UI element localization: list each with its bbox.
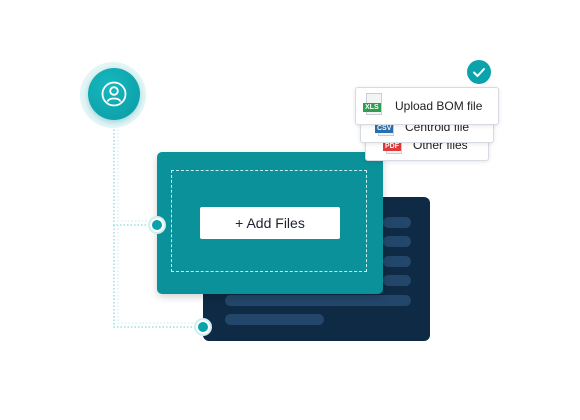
checkmark-icon (473, 68, 485, 77)
drop-zone[interactable]: + Add Files (171, 170, 367, 272)
xls-tag: XLS (363, 103, 381, 112)
connector-dot (196, 320, 210, 334)
connector-dot (150, 218, 164, 232)
placeholder-row (383, 217, 411, 228)
placeholder-row (383, 275, 411, 286)
pdf-tag: PDF (383, 142, 401, 151)
upload-card: + Add Files (157, 152, 383, 294)
placeholder-row (225, 295, 411, 306)
placeholder-row (383, 256, 411, 267)
avatar (88, 68, 140, 120)
placeholder-row (225, 314, 324, 325)
add-files-button[interactable]: + Add Files (200, 207, 340, 239)
file-card-bom[interactable]: XLS Upload BOM file (355, 87, 499, 125)
xls-file-icon: XLS (363, 93, 383, 117)
csv-tag: CSV (375, 124, 394, 133)
checkmark-badge (467, 60, 491, 84)
placeholder-row (383, 236, 411, 247)
file-card-label: Upload BOM file (395, 99, 483, 113)
user-icon (101, 81, 127, 107)
